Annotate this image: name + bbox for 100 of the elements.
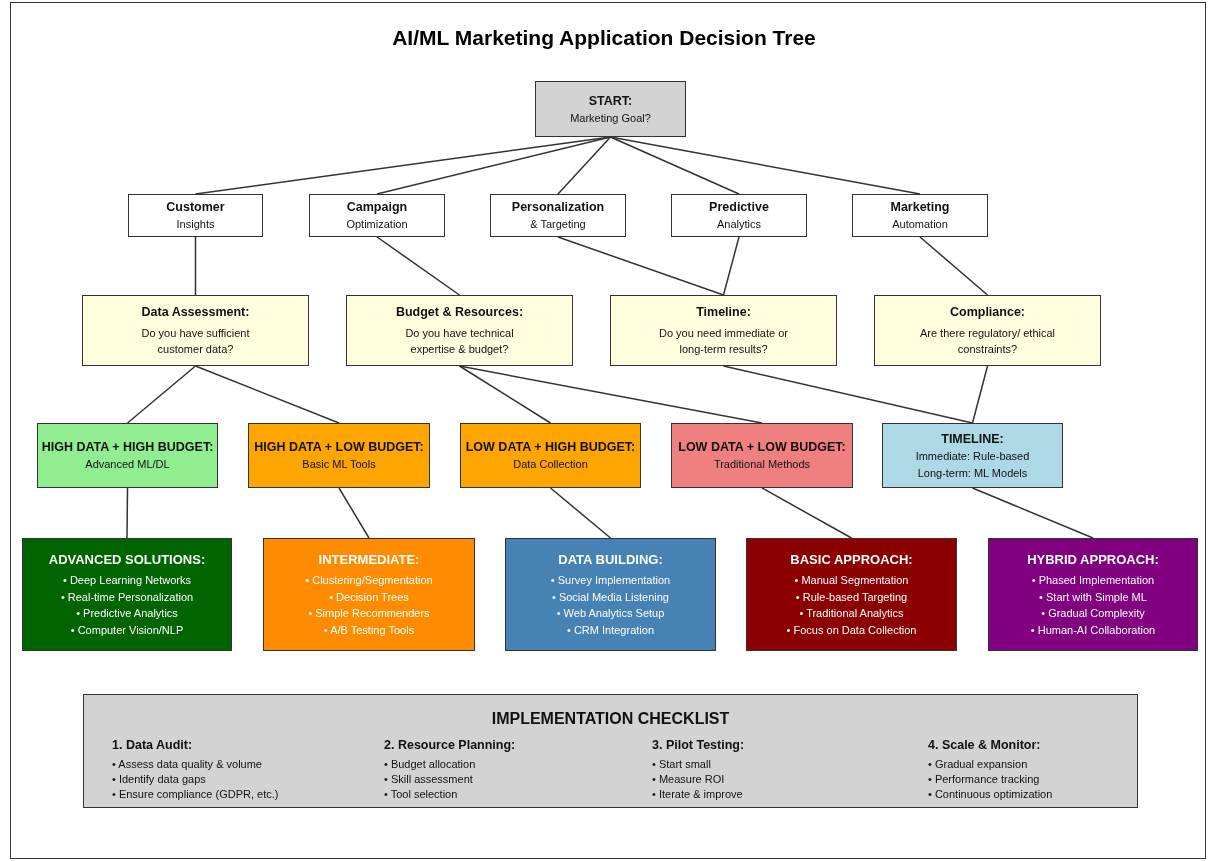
list-item: • Decision Trees [329,589,409,605]
checklist-item: • Budget allocation [384,758,476,770]
node-text: Optimization [346,217,408,233]
connector-line [376,136,612,195]
connector-line [609,136,921,195]
list-item: • Predictive Analytics [76,606,178,622]
connector-line [338,487,370,539]
node-heading: TIMELINE: [941,430,1004,448]
connector-line [971,487,1094,539]
node-text: Basic ML Tools [302,457,376,473]
node-heading: ADVANCED SOLUTIONS: [48,550,206,569]
list-item: • Start with Simple ML [1039,589,1147,605]
list-item: • CRM Integration [567,622,654,638]
node-heading: Campaign [346,199,408,217]
node-text: Advanced ML/DL [85,457,170,473]
node-text: Traditional Methods [713,457,811,473]
goal-box [671,194,807,237]
list-item: • Rule-based Targeting [795,589,908,605]
node-heading: HIGH DATA + HIGH BUDGET: [41,439,214,457]
node-text: Marketing Goal? [570,110,651,126]
node-text: Long-term: ML Models [917,465,1028,481]
node-heading: IMPLEMENTATION CHECKLIST [491,709,730,729]
checklist-item: • Performance tracking [928,773,1040,785]
list-item: • Simple Recommenders [308,606,430,622]
node-heading: Compliance: [950,304,1025,322]
connector-line [194,236,197,296]
node-heading: BASIC APPROACH: [790,550,913,569]
checklist-item: • Gradual expansion [928,758,1028,770]
node-heading: DATA BUILDING: [558,550,663,569]
list-item: • Manual Segmentation [794,573,909,589]
connector-line [376,236,461,296]
node-heading: Customer [166,199,225,217]
question-box [610,295,837,366]
solution-box [22,538,232,651]
node-text: Data Collection [513,457,588,473]
scenario-box [671,423,853,488]
list-item: • Computer Vision/NLP [70,622,184,638]
checklist-heading: 2. Resource Planning: [384,738,516,752]
goal-box [490,194,626,237]
node-heading: HYBRID APPROACH: [1027,550,1159,569]
connector-line [557,136,612,195]
checklist-panel [83,694,1138,808]
goal-box [128,194,263,237]
list-item: • Human-AI Collaboration [1030,622,1156,638]
list-item: • Clustering/Segmentation [305,573,433,589]
goal-box [852,194,988,237]
node-text: Are there regulatory/ ethical constraints? [918,325,1057,358]
checklist-item: • Ensure compliance (GDPR, etc.) [112,788,279,800]
node-heading: Data Assessment: [141,304,250,322]
node-heading: START: [588,92,633,110]
checklist-item: • Assess data quality & volume [112,758,262,770]
list-item: • Survey Implementation [550,573,671,589]
connector-line [194,365,340,424]
list-item: • Gradual Complexity [1041,606,1145,622]
scenario-box [37,423,218,488]
connector-line [971,365,989,424]
connector-line [458,365,552,424]
checklist-item: • Measure ROI [652,773,725,785]
node-text: Analytics [717,217,761,233]
checklist-item: • Iterate & improve [652,788,743,800]
solution-box [988,538,1198,651]
connector-line [722,365,974,424]
checklist-item: • Start small [652,758,711,770]
goal-box [309,194,445,237]
list-item: • Real-time Personalization [60,589,194,605]
list-item: • Web Analytics Setup [556,606,665,622]
node-text: Automation [892,217,948,233]
connector-line [609,136,740,195]
connector-line [126,365,197,424]
checklist-heading: 4. Scale & Monitor: [928,738,1041,752]
solution-box [505,538,716,651]
list-item: • Deep Learning Networks [63,573,191,589]
connector-line [919,236,989,296]
node-heading: Predictive [709,199,769,217]
checklist-item: • Tool selection [384,788,458,800]
node-text: Immediate: Rule-based [915,449,1030,465]
question-box [874,295,1101,366]
solution-box [746,538,957,651]
solution-box [263,538,475,651]
node-heading: INTERMEDIATE: [318,550,420,569]
list-item: • A/B Testing Tools [323,622,415,638]
node-text: Do you have sufficient customer data? [140,325,251,358]
scenario-box [460,423,641,488]
connector-line [126,487,129,539]
connector-line [761,487,853,539]
connector-line [549,487,612,539]
scenario-box [882,423,1063,488]
list-item: • Traditional Analytics [799,606,904,622]
node-heading: LOW DATA + HIGH BUDGET: [465,439,636,457]
node-text: & Targeting [530,217,586,233]
question-box [346,295,573,366]
node-heading: Timeline: [696,304,751,322]
question-box [82,295,309,366]
connector-line [722,236,740,296]
scenario-box [248,423,430,488]
node-heading: LOW DATA + LOW BUDGET: [678,439,846,457]
diagram-title: AI/ML Marketing Application Decision Tree [392,26,816,50]
node-text: Do you have technical expertise & budget? [404,325,515,358]
checklist-heading: 3. Pilot Testing: [652,738,745,752]
node-heading: Marketing [890,199,950,217]
